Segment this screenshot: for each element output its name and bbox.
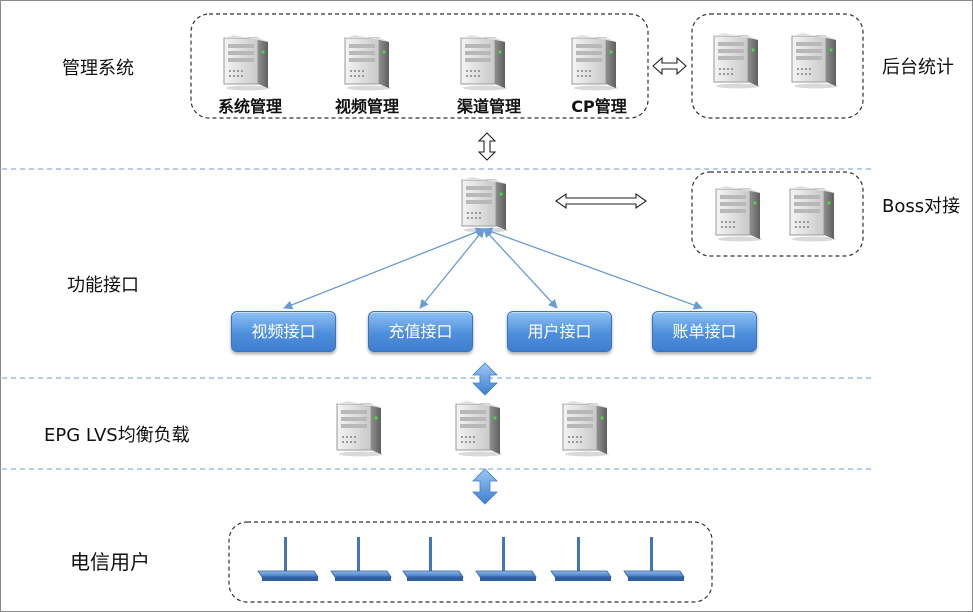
management-group-box — [190, 13, 649, 119]
server-icon — [713, 32, 761, 89]
connector-arrow — [283, 227, 485, 310]
connector-arrow — [483, 228, 558, 309]
router-icon — [475, 536, 537, 582]
stats-group-box — [691, 13, 864, 119]
server-icon — [791, 32, 839, 89]
router-icon — [330, 536, 392, 582]
server-icon — [460, 34, 508, 91]
server-icon — [715, 185, 763, 242]
double-arrow-icon — [555, 192, 647, 210]
server-icon — [344, 34, 392, 91]
server-icon — [336, 400, 384, 457]
router-icon — [550, 536, 612, 582]
router-icon — [623, 536, 685, 582]
server-icon — [562, 400, 610, 457]
router-icon — [402, 536, 464, 582]
server-caption-video: 视频管理 — [334, 97, 399, 116]
layer-label-management: 管理系统 — [62, 58, 134, 79]
side-label-boss: Boss对接 — [882, 196, 961, 217]
server-icon — [455, 400, 503, 457]
server-icon — [789, 185, 837, 242]
interface-recharge[interactable]: 充值接口 — [368, 311, 473, 352]
layer-dividers — [2, 168, 872, 470]
server-caption-system: 系统管理 — [217, 97, 282, 116]
server-caption-cp: CP管理 — [571, 97, 627, 116]
interface-billing[interactable]: 账单接口 — [652, 311, 757, 352]
double-arrow-icon — [477, 132, 497, 161]
interface-user[interactable]: 用户接口 — [507, 311, 612, 352]
server-icon — [571, 34, 619, 91]
layer-label-balance: EPG LVS均衡负载 — [44, 425, 190, 446]
double-arrow-icon — [652, 56, 687, 76]
router-icon — [257, 536, 319, 582]
server-caption-channel: 渠道管理 — [456, 97, 521, 116]
connector-arrow — [419, 228, 485, 309]
double-arrow-icon — [472, 468, 498, 505]
double-arrow-icon — [472, 362, 498, 396]
interface-video[interactable]: 视频接口 — [231, 311, 336, 352]
server-icon — [461, 176, 509, 233]
server-icon — [223, 34, 271, 91]
users-group-box — [228, 521, 713, 603]
layer-label-function: 功能接口 — [67, 275, 139, 296]
layer-label-users: 电信用户 — [70, 550, 150, 574]
side-label-stats: 后台统计 — [882, 57, 954, 78]
connector-arrow — [483, 227, 703, 310]
